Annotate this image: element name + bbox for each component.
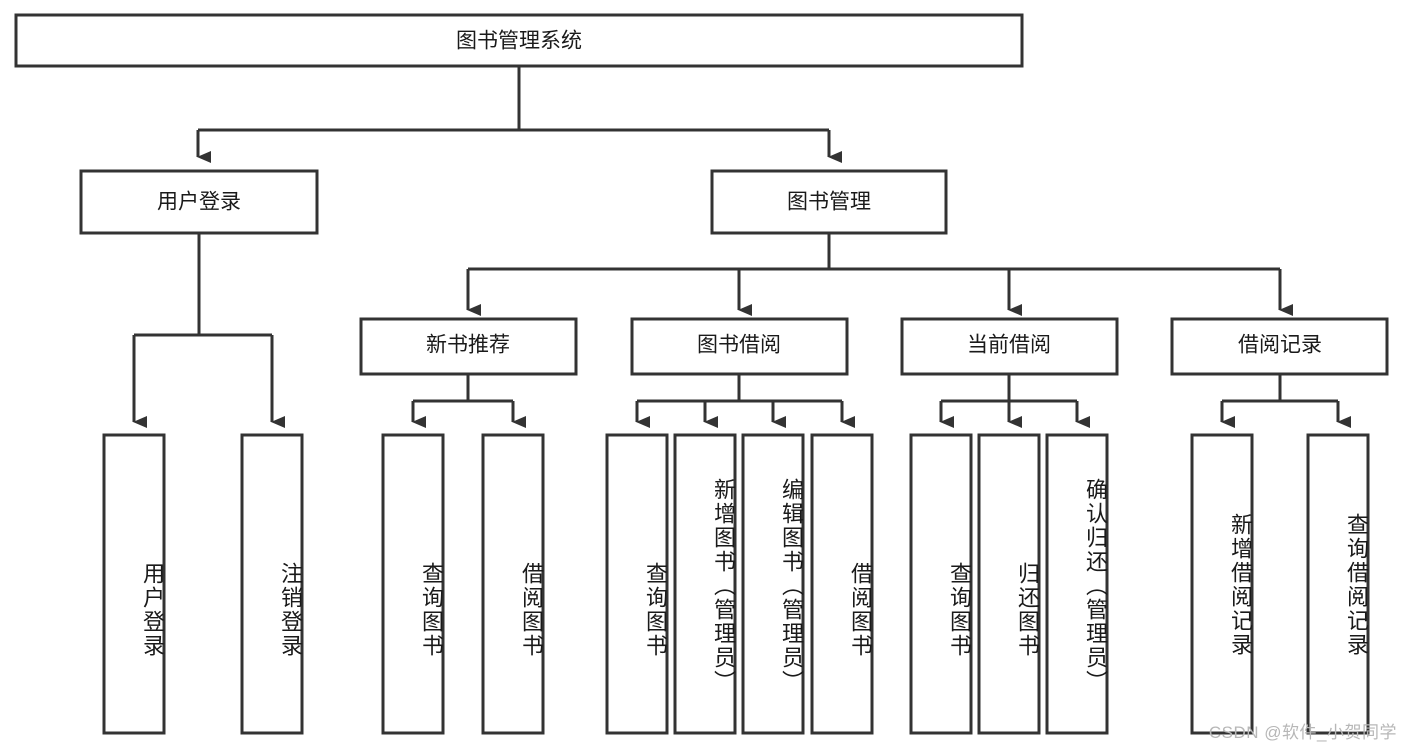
node-new-book-recommend-box[interactable] [359, 317, 578, 376]
node-new-book-recommend-label: 新书推荐 [426, 334, 510, 357]
leaf-box-user-login-1[interactable] [102, 433, 166, 735]
leaf-label-new-book-1: 查询图书 [419, 562, 444, 658]
leaf-box-current-borrow-3[interactable] [1045, 433, 1109, 735]
node-borrow-record-box[interactable] [1170, 317, 1389, 376]
node-root-label: 图书管理系统 [456, 30, 582, 53]
node-user-login-label: 用户登录 [157, 191, 241, 214]
leaf-box-user-login-2[interactable] [240, 433, 304, 735]
node-book-borrow-label: 图书借阅 [697, 334, 781, 357]
leaf-label-user-login-2: 注销登录 [278, 562, 303, 658]
node-current-borrow-label: 当前借阅 [967, 334, 1051, 357]
leaf-box-book-borrow-1[interactable] [605, 433, 669, 735]
leaf-label-current-borrow-2: 归还图书 [1015, 562, 1040, 658]
leaf-box-book-borrow-4[interactable] [810, 433, 874, 735]
node-current-borrow-box[interactable] [900, 317, 1119, 376]
node-user-login-box[interactable] [79, 169, 319, 235]
leaf-label-book-borrow-4: 借阅图书 [848, 562, 873, 658]
leaf-box-book-borrow-3[interactable] [741, 433, 805, 735]
leaf-label-borrow-record-2: 查询借阅记录 [1344, 513, 1369, 657]
leaf-box-current-borrow-1[interactable] [909, 433, 973, 735]
node-borrow-record-label: 借阅记录 [1238, 334, 1322, 357]
node-root-box[interactable] [14, 13, 1024, 68]
leaf-box-new-book-2[interactable] [481, 433, 545, 735]
leaf-label-book-borrow-1: 查询图书 [643, 562, 668, 658]
leaf-label-borrow-record-1: 新增借阅记录 [1228, 513, 1253, 657]
leaf-label-book-borrow-2: 新增图书（管理员） [711, 477, 736, 694]
node-book-borrow-box[interactable] [630, 317, 849, 376]
leaf-box-borrow-record-2[interactable] [1306, 433, 1370, 735]
leaf-box-borrow-record-1[interactable] [1190, 433, 1254, 735]
leaf-label-current-borrow-3: 确认归还（管理员） [1083, 477, 1108, 694]
leaf-label-user-login-1: 用户登录 [140, 562, 165, 658]
leaf-box-book-borrow-2[interactable] [673, 433, 737, 735]
leaf-box-current-borrow-2[interactable] [977, 433, 1041, 735]
leaf-label-current-borrow-1: 查询图书 [947, 562, 972, 658]
node-book-manage-label: 图书管理 [787, 191, 871, 214]
leaf-box-new-book-1[interactable] [381, 433, 445, 735]
leaf-label-book-borrow-3: 编辑图书（管理员） [779, 477, 804, 694]
leaf-label-new-book-2: 借阅图书 [519, 562, 544, 658]
